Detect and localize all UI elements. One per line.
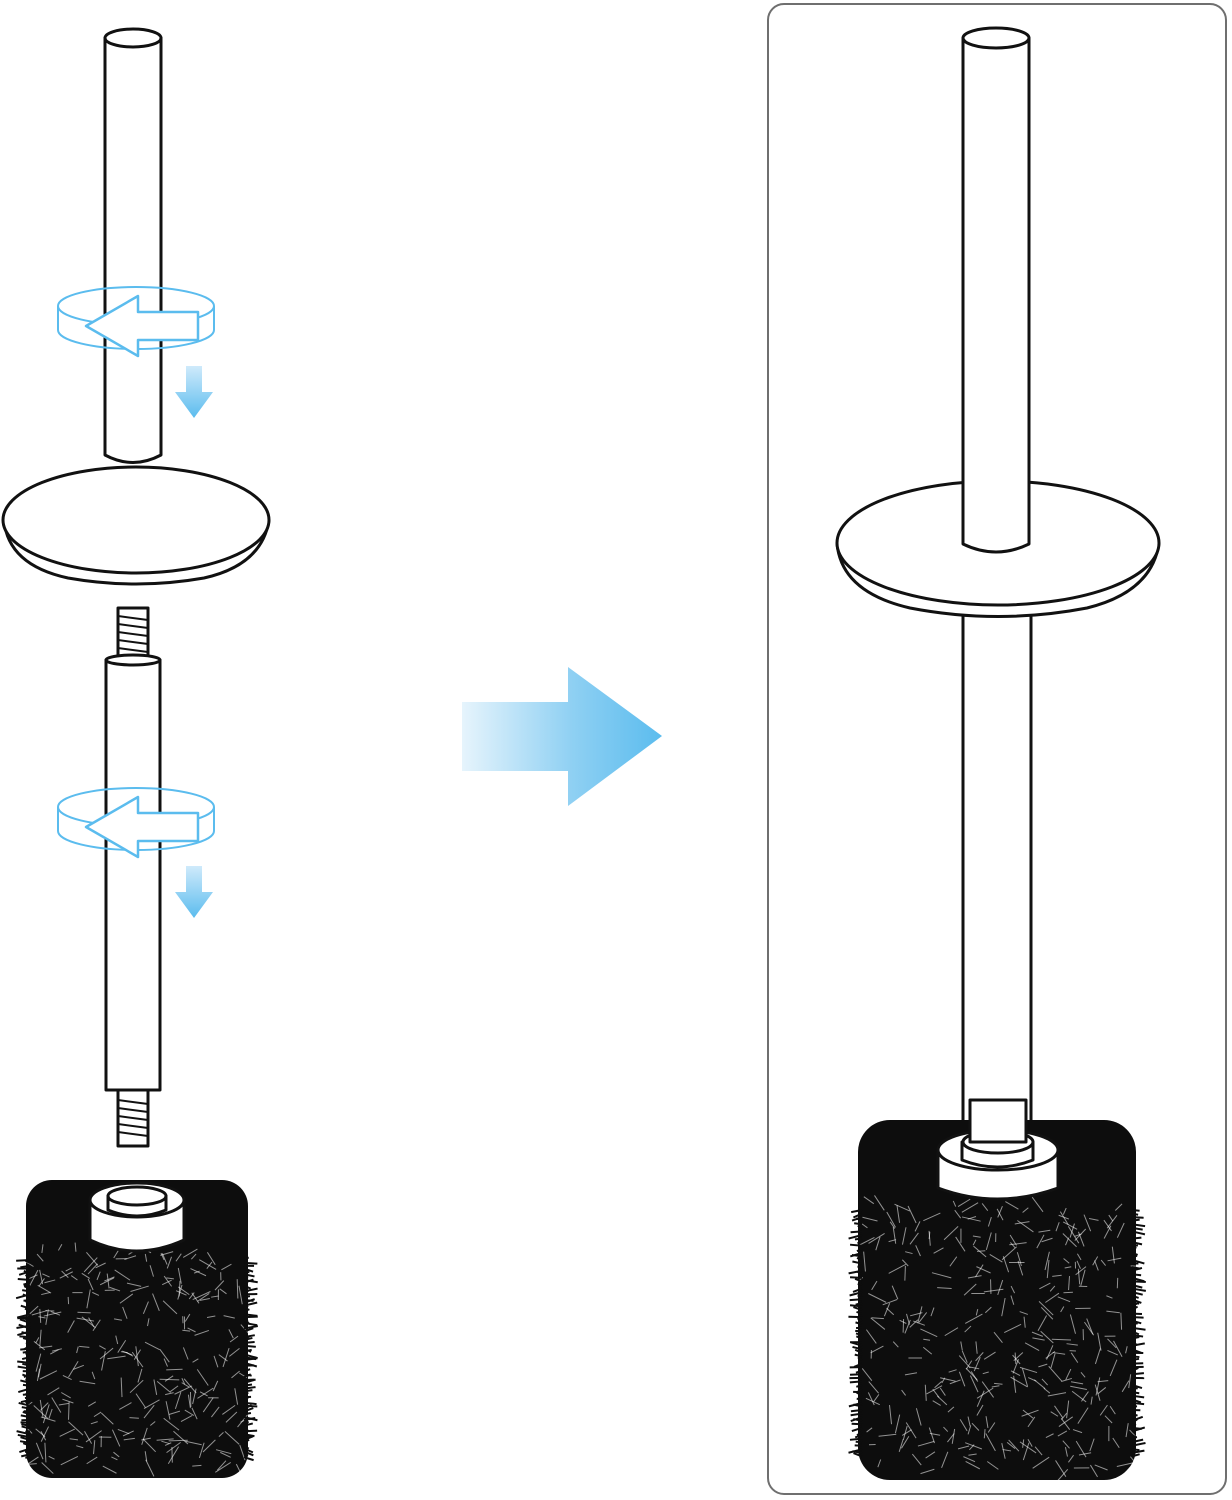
assembled-panel bbox=[767, 3, 1227, 1495]
down-arrow-icon bbox=[175, 866, 213, 918]
upper-handle-rod bbox=[961, 26, 1031, 554]
thread-stud-top bbox=[116, 606, 150, 662]
drip-disc bbox=[1, 465, 271, 586]
brush-hub bbox=[88, 1181, 186, 1253]
right-arrow-icon bbox=[462, 667, 662, 806]
exploded-view bbox=[1, 27, 271, 1478]
brush-head bbox=[848, 1098, 1147, 1482]
drip-disc bbox=[835, 479, 1161, 618]
rotate-icon bbox=[57, 787, 215, 859]
upper-handle-rod bbox=[103, 27, 163, 464]
bristles bbox=[15, 1242, 258, 1477]
lower-handle-rod bbox=[104, 653, 162, 1092]
thread-stud-bottom bbox=[116, 1088, 150, 1148]
brush-head bbox=[15, 1180, 258, 1478]
down-arrow-icon bbox=[175, 366, 213, 418]
bristles bbox=[848, 1195, 1147, 1482]
rotate-icon bbox=[57, 286, 215, 358]
lower-handle-rod bbox=[961, 608, 1033, 1137]
